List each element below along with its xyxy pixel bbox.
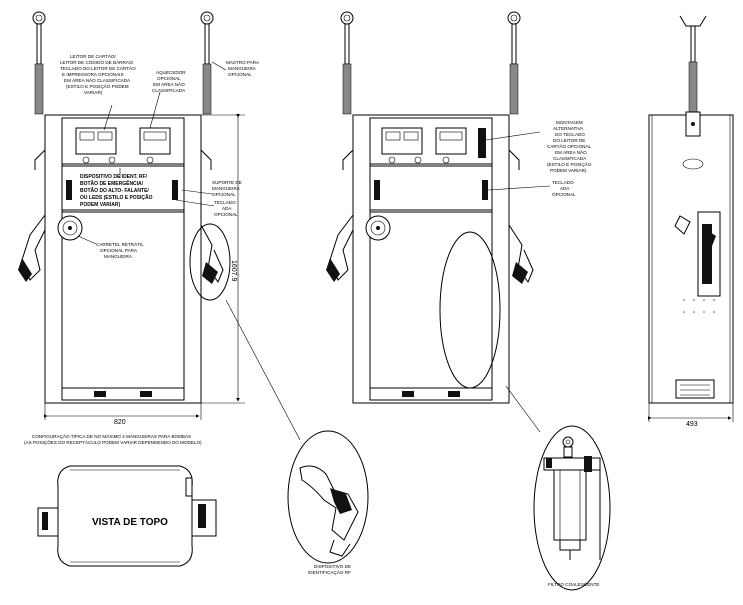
front-view-left: 1607.9 820 LEITOR DE CARTÃO/ LEITOR DE C… [18,11,260,426]
height-dimension: 1607.9 [230,260,237,282]
side-view: 493 [648,15,734,428]
label-teclado: TECLADO ADA OPCIONAL [214,200,238,217]
label-montagem: MONTAGEM ALTERNATIVA DO TECLADO DO LEITO… [547,120,593,173]
detail-ellipse-filter [439,231,501,389]
mast-right-mid [507,11,521,115]
detail-circle-nozzle [189,223,231,301]
label-teclado-mid: TECLADO ADA OPCIONAL [552,180,576,197]
detail-nozzle: DISPOSITIVO DE IDENTIFICAÇÃO RF [225,299,369,575]
detail-filter-ellipse [533,425,611,591]
filter-gauge [562,436,574,448]
side-mast-top [679,15,707,27]
alt-keypad [478,128,486,158]
width-dimension-side: 493 [686,421,698,428]
mast-left-mid [340,11,354,115]
side-nozzle [674,215,691,235]
lower-door [61,211,185,389]
label-mastro: MASTRO PARA MANGUEIRA OPCIONAL [226,60,260,77]
cabinet-outline-mid [352,114,510,404]
top-view: CONFIGURAÇÃO TÍPICA DE NO MÁXIMO 2 MANGU… [24,433,217,567]
display-screen-2 [139,127,171,155]
label-config: CONFIGURAÇÃO TÍPICA DE NO MÁXIMO 2 MANGU… [24,433,202,445]
display-panel [61,117,185,165]
label-leitor: LEITOR DE CARTÃO/ LEITOR DE CÓDIGO DE BA… [60,53,137,95]
top-view-outline [57,465,193,567]
label-dispositivo-ident: DISPOSITIVO DE IDENT. RF/ BOTÃO DE EMERG… [80,174,154,208]
label-vista-topo: VISTA DE TOPO [92,517,168,528]
detail-filter: FILTRO COALESCENTE [505,385,611,591]
display-screen-1 [75,127,117,155]
side-vent-bottom [675,379,715,399]
detail-nozzle-circle [287,430,369,564]
label-filtro: FILTRO COALESCENTE [548,582,599,587]
side-vent [682,158,704,170]
label-suporte: SUPORTE DE MANGUEIRA OPCIONAL [212,180,243,197]
cabinet-outline [44,114,202,404]
display-screen-mid-1 [381,127,423,155]
label-carretel: CARRETEL RETRÁTIL OPCIONAL PARA MANGUEIR… [96,241,145,259]
front-view-middle: MONTAGEM ALTERNATIVA DO TECLADO DO LEITO… [326,11,593,404]
filter-body [553,469,587,541]
mast-right [200,11,214,115]
id-device-panel [61,165,185,211]
side-nozzle-holder [697,211,721,297]
mast-left [32,11,46,115]
label-aquecedor: AQUECEDOR OPCIONAL EM ÁREA NÃO CLASSIFIC… [152,70,187,93]
display-screen-mid-2 [435,127,467,155]
width-dimension-front: 820 [114,419,126,426]
label-dispositivo-rf: DISPOSITIVO DE IDENTIFICAÇÃO RF [308,564,352,575]
